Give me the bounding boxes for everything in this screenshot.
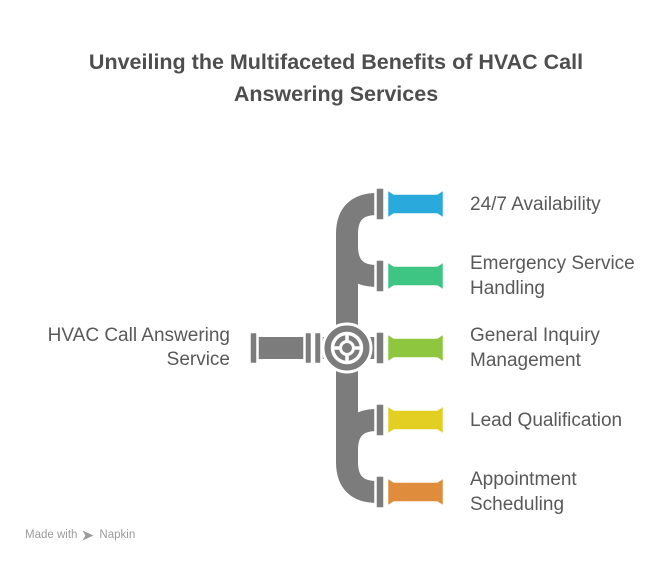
page-title: Unveiling the Multifaceted Benefits of H… (88, 50, 584, 106)
valve-wheel-icon (321, 322, 373, 374)
valve-left-flange-1 (303, 330, 314, 366)
pipe-connectors (385, 187, 446, 509)
connector-5 (385, 475, 446, 509)
connector-3 (385, 331, 446, 365)
left-pipe-flange (248, 330, 259, 366)
pipe-flanges (248, 186, 386, 510)
watermark[interactable]: Made with Napkin (25, 527, 135, 543)
branch-label-inquiry: General Inquiry Management (470, 325, 600, 371)
connector-2 (385, 259, 446, 293)
branch-label-lead: Lead Qualification (470, 409, 623, 431)
branch-flange-2 (374, 258, 386, 294)
napkin-logo-icon (82, 530, 94, 540)
branch-label-emergency: Emergency Service Handling (470, 253, 635, 299)
watermark-prefix: Made with (25, 529, 78, 541)
branch-label-availability: 24/7 Availability (470, 193, 601, 215)
watermark-brand: Napkin (99, 529, 136, 541)
branch-label-appointment: Appointment Scheduling (470, 469, 577, 515)
branch-flange-4 (374, 402, 386, 438)
center-node-label: HVAC Call Answering Service (47, 325, 230, 370)
branch-flange-3 (374, 330, 386, 366)
connector-1 (385, 187, 446, 221)
valve-left-flange-2 (312, 330, 323, 366)
connector-4 (385, 403, 446, 437)
branch-flange-1 (374, 186, 386, 222)
branch-flange-5 (374, 474, 386, 510)
